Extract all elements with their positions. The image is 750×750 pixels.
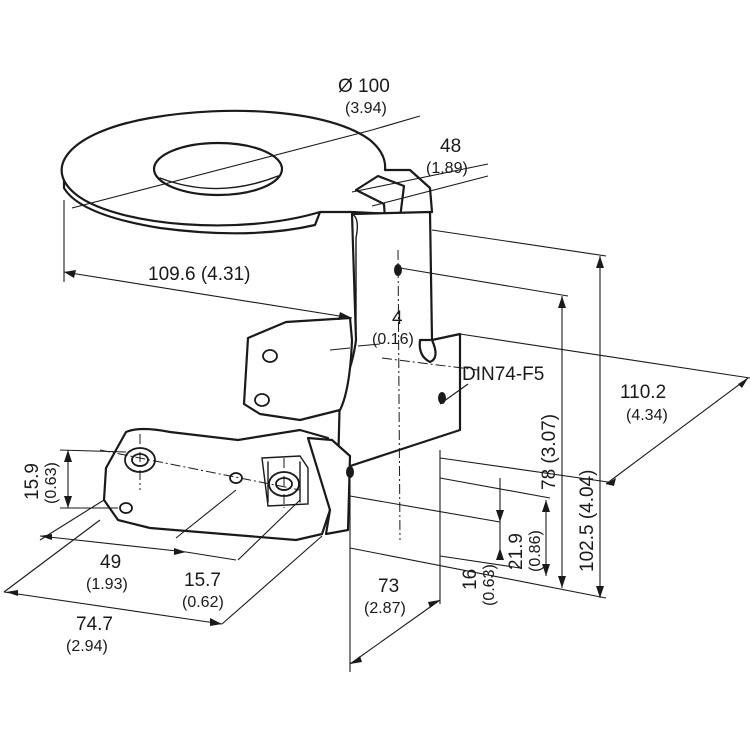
dim-hole-spacing-mm: 49	[100, 552, 121, 573]
base-plate-side	[306, 436, 352, 536]
dim-hole-offset-inch: (0.62)	[182, 594, 224, 611]
hole-side-bottom	[346, 466, 354, 478]
dim-ring-diameter-mm: Ø 100	[338, 76, 390, 97]
dim-base-height-inch: (0.63)	[43, 462, 60, 504]
dim-hole-spacing-inch: (1.93)	[86, 576, 128, 593]
dim-base-width-inch: (2.94)	[66, 638, 108, 655]
dim-wall-thickness-mm: 4	[392, 308, 403, 329]
dimension-lines	[3, 115, 750, 672]
hole-label: DIN74-F5	[462, 364, 544, 385]
center-lines	[99, 249, 479, 541]
dim-depth-overall-inch: (4.34)	[626, 407, 668, 424]
hole-base-center	[229, 472, 243, 484]
base-plate-lip-inner	[267, 461, 301, 503]
back-plate-bend	[418, 338, 437, 364]
dim-ring-diameter-inch: (3.94)	[345, 100, 387, 117]
dim-length-overall: 109.6 (4.31)	[148, 264, 250, 285]
ring-bore	[152, 141, 284, 197]
dim-height-base-inch: (0.63)	[481, 564, 498, 606]
dim-height-hole-inch: (0.86)	[527, 530, 544, 572]
dim-width-side-mm: 73	[378, 576, 399, 597]
dim-hole-offset-mm: 15.7	[184, 570, 221, 591]
dim-base-width-mm: 74.7	[76, 614, 113, 635]
dim-height-overall: 102.5 (4.04)	[577, 470, 598, 572]
hole-base-front	[119, 502, 133, 514]
dimension-labels: Ø 100 (3.94) 48 (1.89) 109.6 (4.31) 4 (0…	[22, 76, 668, 655]
middle-plate	[242, 316, 354, 422]
dim-base-height-mm: 15.9	[22, 463, 43, 500]
dim-width-side-inch: (2.87)	[364, 600, 406, 617]
base-plate-lip	[261, 455, 309, 507]
dim-ring-offset-mm: 48	[440, 136, 461, 157]
dim-wall-thickness-inch: (0.16)	[372, 331, 414, 348]
dim-height-hole-mm: 21.9	[506, 533, 527, 570]
dim-height-base-mm: 16	[460, 569, 481, 590]
hole-middle-bottom	[254, 393, 270, 407]
dim-ring-offset-inch: (1.89)	[426, 160, 468, 177]
dim-height-ring: 78 (3.07)	[539, 414, 560, 490]
hole-middle-top	[262, 349, 278, 363]
dim-depth-overall-mm: 110.2	[620, 382, 666, 403]
back-plate-edge	[351, 213, 359, 331]
